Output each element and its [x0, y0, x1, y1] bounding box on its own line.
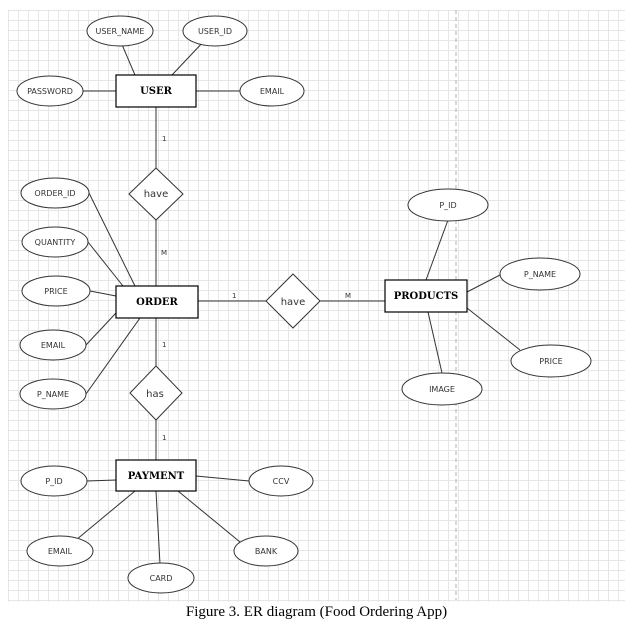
- svg-text:PRICE: PRICE: [539, 357, 562, 366]
- attr-order-id: ORDER_ID: [20, 177, 90, 209]
- svg-text:EMAIL: EMAIL: [48, 547, 73, 556]
- svg-text:EMAIL: EMAIL: [41, 341, 66, 350]
- connector-lines: [75, 39, 521, 565]
- svg-text:CCV: CCV: [273, 477, 290, 486]
- relationship-order-payment: has: [129, 365, 183, 421]
- svg-text:ORDER_ID: ORDER_ID: [34, 189, 75, 198]
- entity-user: USER: [115, 74, 197, 108]
- attr-products-image: IMAGE: [401, 372, 483, 406]
- entity-products-label: PRODUCTS: [394, 291, 459, 302]
- svg-text:EMAIL: EMAIL: [260, 87, 285, 96]
- attr-password: PASSWORD: [16, 75, 84, 107]
- attr-user-id: USER_ID: [182, 15, 248, 47]
- attr-products-price: PRICE: [510, 344, 592, 378]
- svg-text:have: have: [281, 297, 306, 308]
- cardinality-payment: 1: [162, 434, 166, 442]
- attr-payment-ccv: CCV: [248, 465, 314, 497]
- svg-text:PRICE: PRICE: [44, 287, 67, 296]
- cardinality-order-payment: 1: [162, 341, 166, 349]
- attr-payment-card: CARD: [127, 562, 195, 594]
- relationship-order-products: have: [265, 273, 321, 329]
- attr-user-email: EMAIL: [239, 75, 305, 107]
- entity-order: ORDER: [115, 285, 199, 319]
- entity-order-label: ORDER: [136, 297, 178, 308]
- entity-payment: PAYMENT: [115, 459, 197, 492]
- attr-user-name: USER_NAME: [86, 15, 154, 47]
- attr-payment-bank: BANK: [233, 535, 299, 567]
- svg-text:has: has: [146, 389, 164, 400]
- attr-order-email: EMAIL: [19, 329, 87, 361]
- figure-caption: Figure 3. ER diagram (Food Ordering App): [185, 604, 448, 620]
- attr-products-pname: P_NAME: [499, 257, 581, 291]
- svg-text:P_ID: P_ID: [45, 477, 62, 486]
- relationship-user-order: have: [128, 167, 184, 221]
- attr-payment-email: EMAIL: [26, 535, 94, 567]
- cardinality-products: M: [345, 292, 351, 300]
- svg-text:PASSWORD: PASSWORD: [27, 87, 73, 96]
- svg-text:QUANTITY: QUANTITY: [35, 238, 76, 247]
- attr-quantity: QUANTITY: [21, 226, 89, 258]
- attr-payment-pid: P_ID: [20, 465, 88, 497]
- svg-text:USER_NAME: USER_NAME: [96, 27, 145, 36]
- cardinality-order-user: M: [161, 249, 167, 257]
- entity-payment-label: PAYMENT: [128, 471, 185, 482]
- grid-background: [8, 10, 625, 602]
- svg-text:USER_ID: USER_ID: [198, 27, 232, 36]
- svg-text:P_NAME: P_NAME: [37, 390, 69, 399]
- svg-text:CARD: CARD: [150, 574, 173, 583]
- svg-text:P_NAME: P_NAME: [524, 270, 556, 279]
- entity-products: PRODUCTS: [384, 279, 468, 313]
- svg-text:P_ID: P_ID: [439, 201, 456, 210]
- svg-text:BANK: BANK: [255, 547, 278, 556]
- attr-order-price: PRICE: [21, 275, 91, 307]
- cardinality-user: 1: [162, 135, 166, 143]
- cardinality-order-products: 1: [232, 292, 236, 300]
- attr-order-pname: P_NAME: [19, 378, 87, 410]
- svg-text:IMAGE: IMAGE: [429, 385, 455, 394]
- entity-user-label: USER: [140, 86, 173, 97]
- svg-text:have: have: [144, 189, 169, 200]
- attr-products-pid: P_ID: [407, 188, 489, 222]
